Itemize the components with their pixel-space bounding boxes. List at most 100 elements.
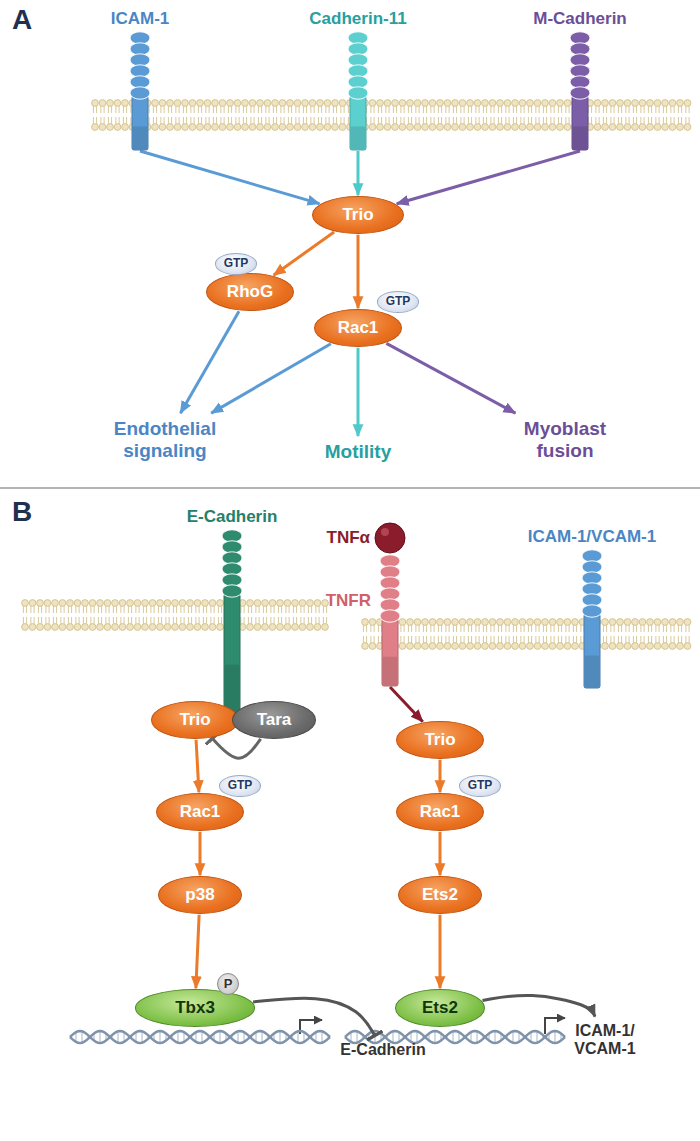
lipid-tail — [520, 117, 521, 124]
lipid-head — [67, 600, 74, 607]
lipid-head — [82, 600, 89, 607]
lipid-tail — [614, 106, 615, 113]
lipid-head — [119, 624, 126, 631]
lipid-tail — [651, 636, 652, 643]
lipid-tail — [168, 106, 169, 113]
lipid-tail — [231, 117, 232, 124]
lipid-head — [314, 600, 321, 607]
panel-letter: B — [12, 496, 32, 528]
lipid-tail — [633, 636, 634, 643]
lipid-head — [122, 124, 129, 131]
protein-node: Tara — [232, 701, 316, 739]
lipid-tail — [228, 106, 229, 113]
lipid-head — [677, 100, 684, 107]
lipid-tail — [378, 636, 379, 643]
lipid-head — [624, 124, 631, 131]
lipid-head — [29, 600, 36, 607]
lipid-head — [167, 100, 174, 107]
lipid-head — [74, 600, 81, 607]
lipid-head — [127, 600, 134, 607]
lipid-head — [22, 624, 29, 631]
lipid-tail — [130, 106, 131, 113]
lipid-tail — [266, 606, 267, 613]
lipid-tail — [38, 617, 39, 624]
lipid-head — [557, 643, 564, 650]
lipid-tail — [445, 636, 446, 643]
lipid-tail — [535, 117, 536, 124]
inhibition-connector — [212, 738, 261, 758]
gtp-bubble: GTP — [377, 291, 420, 313]
activation-arrow — [140, 151, 319, 204]
lipid-tail — [96, 106, 97, 113]
lipid-tail — [30, 606, 31, 613]
lipid-tail — [101, 606, 102, 613]
lipid-tail — [183, 117, 184, 124]
panel-divider — [0, 487, 700, 489]
lipid-tail — [210, 606, 211, 613]
lipid-tail — [186, 117, 187, 124]
lipid-tail — [146, 606, 147, 613]
lipid-head — [392, 124, 399, 131]
lipid-head — [489, 100, 496, 107]
lipid-tail — [175, 117, 176, 124]
lipid-head — [399, 619, 406, 626]
lipid-head — [314, 624, 321, 631]
lipid-tail — [96, 117, 97, 124]
lipid-head — [452, 124, 459, 131]
activation-arrow — [439, 832, 442, 875]
activation-arrow — [274, 232, 335, 275]
lipid-head — [414, 124, 421, 131]
lipid-tail — [188, 606, 189, 613]
lipid-tail — [618, 117, 619, 124]
lipid-tail — [610, 625, 611, 632]
lipid-tail — [625, 636, 626, 643]
lipid-tail — [109, 606, 110, 613]
lipid-tail — [308, 606, 309, 613]
outcome-label: Endothelial signaling — [100, 418, 230, 462]
lipid-head — [482, 124, 489, 131]
lipid-tail — [513, 106, 514, 113]
lipid-head — [44, 600, 51, 607]
lipid-tail — [389, 117, 390, 124]
lipid-tail — [400, 106, 401, 113]
lipid-tail — [216, 106, 217, 113]
lipid-tail — [116, 606, 117, 613]
base-pair — [279, 1031, 281, 1043]
lipid-tail — [408, 106, 409, 113]
lipid-tail — [516, 625, 517, 632]
lipid-tail — [501, 636, 502, 643]
lipid-head — [324, 100, 331, 107]
lipid-head — [429, 100, 436, 107]
cytoplasmic-domain — [350, 127, 366, 150]
lipid-head — [204, 100, 211, 107]
lipid-tail — [128, 606, 129, 613]
lipid-head — [59, 600, 66, 607]
node-text: TNFR — [326, 591, 371, 611]
lipid-tail — [666, 117, 667, 124]
node-text: Cadherin-11 — [309, 9, 406, 29]
lipid-tail — [385, 106, 386, 113]
lipid-head — [429, 124, 436, 131]
lipid-tail — [130, 117, 131, 124]
lipid-head — [542, 619, 549, 626]
activation-arrow — [439, 915, 442, 988]
lipid-head — [422, 124, 429, 131]
base-pair — [141, 1031, 143, 1042]
lipid-tail — [176, 606, 177, 613]
node-text: GTP — [228, 779, 253, 793]
lipid-tail — [105, 617, 106, 624]
node-text: Motility — [325, 441, 392, 463]
lipid-head — [407, 124, 414, 131]
node-text: Trio — [179, 710, 210, 730]
lipid-tail — [191, 606, 192, 613]
cell-membrane — [362, 619, 691, 650]
lipid-tail — [569, 106, 570, 113]
lipid-tail — [550, 106, 551, 113]
lipid-head — [99, 124, 106, 131]
lipid-tail — [636, 106, 637, 113]
lipid-tail — [524, 117, 525, 124]
lipid-tail — [261, 106, 262, 113]
lipid-tail — [205, 117, 206, 124]
lipid-tail — [53, 617, 54, 624]
lipid-head — [114, 100, 121, 107]
